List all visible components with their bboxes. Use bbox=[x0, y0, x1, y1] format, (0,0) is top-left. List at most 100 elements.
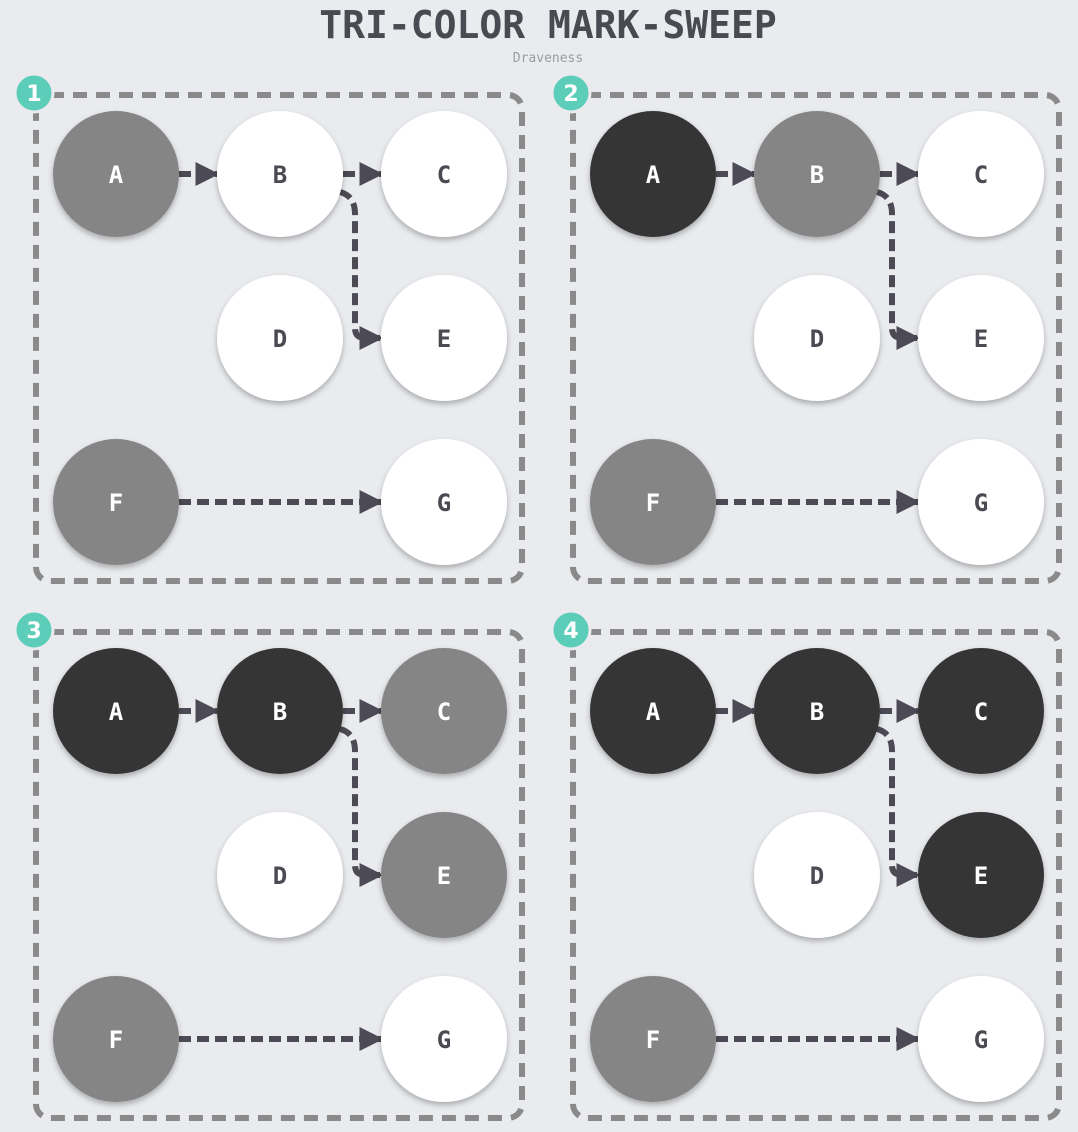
node-label: G bbox=[437, 1026, 451, 1054]
node-d: D bbox=[754, 275, 880, 401]
node-circle bbox=[381, 439, 507, 565]
node-d: D bbox=[217, 812, 343, 938]
node-circle bbox=[217, 111, 343, 237]
diagram-title: TRI-COLOR MARK-SWEEP bbox=[319, 3, 777, 47]
node-d: D bbox=[754, 812, 880, 938]
node-label: F bbox=[646, 1026, 660, 1054]
node-circle bbox=[53, 648, 179, 774]
edge-b-to-e bbox=[876, 189, 921, 350]
panel-frame bbox=[570, 92, 1062, 584]
node-circle bbox=[381, 976, 507, 1102]
node-circle bbox=[754, 648, 880, 774]
node-circle bbox=[217, 275, 343, 401]
node-c: C bbox=[381, 648, 507, 774]
node-label: B bbox=[273, 698, 287, 726]
node-b: B bbox=[754, 111, 880, 237]
step-badge-circle bbox=[550, 609, 592, 651]
node-label: B bbox=[273, 161, 287, 189]
node-label: A bbox=[646, 698, 661, 726]
node-f: F bbox=[590, 439, 716, 565]
node-label: F bbox=[646, 489, 660, 517]
node-label: G bbox=[974, 1026, 988, 1054]
node-e: E bbox=[381, 275, 507, 401]
node-circle bbox=[754, 275, 880, 401]
step-badge: 2 bbox=[550, 72, 592, 114]
step-badge: 3 bbox=[13, 609, 55, 651]
node-label: C bbox=[974, 161, 988, 189]
node-e: E bbox=[918, 812, 1044, 938]
node-circle bbox=[754, 111, 880, 237]
panel-frame bbox=[570, 629, 1062, 1121]
node-circle bbox=[590, 439, 716, 565]
node-f: F bbox=[590, 976, 716, 1102]
node-d: D bbox=[217, 275, 343, 401]
author-credit: Draveness bbox=[513, 51, 583, 66]
node-label: D bbox=[810, 862, 824, 890]
node-a: A bbox=[590, 648, 716, 774]
node-circle bbox=[381, 111, 507, 237]
step-badge-circle bbox=[13, 72, 55, 114]
node-label: E bbox=[437, 862, 451, 890]
node-a: A bbox=[53, 111, 179, 237]
node-c: C bbox=[381, 111, 507, 237]
node-circle bbox=[918, 976, 1044, 1102]
node-b: B bbox=[217, 111, 343, 237]
node-circle bbox=[217, 812, 343, 938]
node-a: A bbox=[53, 648, 179, 774]
node-circle bbox=[381, 648, 507, 774]
node-g: G bbox=[918, 976, 1044, 1102]
node-circle bbox=[918, 275, 1044, 401]
node-f: F bbox=[53, 439, 179, 565]
node-circle bbox=[590, 976, 716, 1102]
node-circle bbox=[918, 439, 1044, 565]
edge-b-to-e bbox=[876, 726, 921, 887]
step-badge-circle bbox=[550, 72, 592, 114]
step-number: 3 bbox=[26, 619, 41, 644]
node-label: E bbox=[974, 862, 988, 890]
node-label: F bbox=[109, 489, 123, 517]
step-badge: 1 bbox=[13, 72, 55, 114]
panel-step-3: A B C D E F G 3 bbox=[13, 609, 525, 1121]
edge-b-to-e bbox=[339, 189, 384, 350]
node-label: B bbox=[810, 161, 824, 189]
node-circle bbox=[381, 275, 507, 401]
edge-b-to-e bbox=[339, 726, 384, 887]
node-label: D bbox=[273, 862, 287, 890]
node-circle bbox=[918, 111, 1044, 237]
node-e: E bbox=[381, 812, 507, 938]
node-label: G bbox=[437, 489, 451, 517]
node-label: D bbox=[273, 325, 287, 353]
node-f: F bbox=[53, 976, 179, 1102]
node-circle bbox=[217, 648, 343, 774]
node-circle bbox=[918, 648, 1044, 774]
node-circle bbox=[53, 111, 179, 237]
node-e: E bbox=[918, 275, 1044, 401]
step-number: 1 bbox=[26, 82, 41, 107]
node-b: B bbox=[217, 648, 343, 774]
node-label: C bbox=[437, 161, 451, 189]
panel-frame bbox=[33, 629, 525, 1121]
step-number: 4 bbox=[563, 619, 578, 644]
node-circle bbox=[590, 111, 716, 237]
panel-frame bbox=[33, 92, 525, 584]
node-circle bbox=[53, 439, 179, 565]
step-number: 2 bbox=[563, 82, 578, 107]
node-circle bbox=[381, 812, 507, 938]
node-g: G bbox=[381, 976, 507, 1102]
node-label: G bbox=[974, 489, 988, 517]
step-badge-circle bbox=[13, 609, 55, 651]
node-c: C bbox=[918, 111, 1044, 237]
node-label: C bbox=[437, 698, 451, 726]
node-label: A bbox=[646, 161, 661, 189]
node-circle bbox=[590, 648, 716, 774]
step-badge: 4 bbox=[550, 609, 592, 651]
node-label: F bbox=[109, 1026, 123, 1054]
node-circle bbox=[754, 812, 880, 938]
node-a: A bbox=[590, 111, 716, 237]
node-label: A bbox=[109, 161, 124, 189]
node-label: B bbox=[810, 698, 824, 726]
